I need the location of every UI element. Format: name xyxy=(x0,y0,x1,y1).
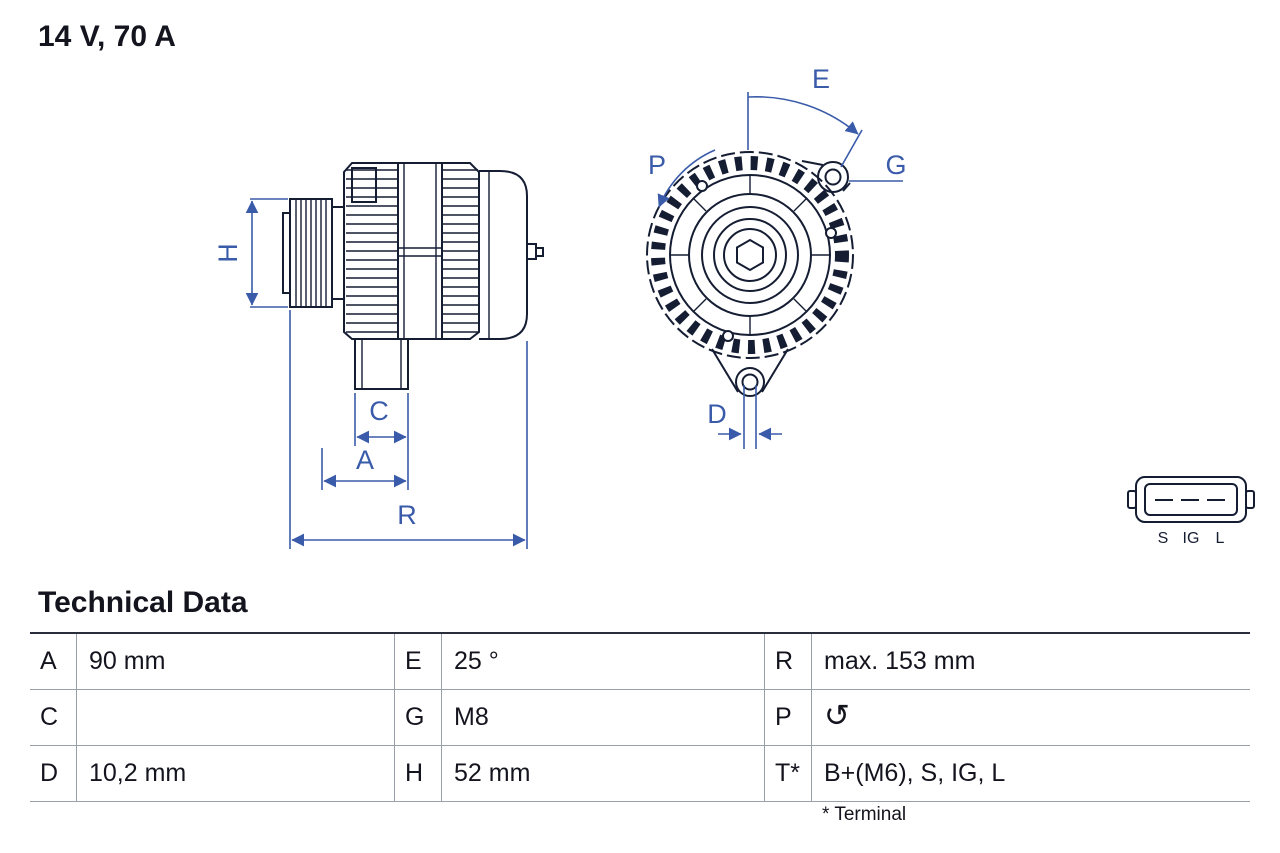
bottom-mounting-lug xyxy=(711,348,789,397)
table-key-cell: A xyxy=(30,634,77,689)
table-value-cell: ↺ xyxy=(812,690,1250,745)
table-value-cell xyxy=(77,690,395,745)
pulley-nut-hexagon xyxy=(736,238,764,272)
pulley-spacer xyxy=(331,206,345,300)
table-value-cell: max. 153 mm xyxy=(824,647,976,675)
dimension-c: C xyxy=(354,393,409,446)
dimension-label-h: H xyxy=(213,243,243,263)
table-value-cell: B+(M6), S, IG, L xyxy=(824,759,1006,787)
connector-drawing: S IG L xyxy=(1127,476,1255,547)
table-key-cell: P xyxy=(765,690,812,745)
rotation-direction-p: P xyxy=(648,149,716,208)
table-row: D 10,2 mm H 52 mm T* B+(M6), S, IG, L xyxy=(30,746,1250,802)
rating-title: 14 V, 70 A xyxy=(38,20,176,53)
table-key-cell: E xyxy=(395,634,442,689)
pulley-shaft-cap xyxy=(282,212,291,294)
table-key-cell: D xyxy=(30,746,77,801)
front-view-drawing: E P G D xyxy=(646,64,907,449)
dimension-label-g: G xyxy=(885,150,906,180)
mounting-lug xyxy=(354,338,409,390)
vent-slot-ring xyxy=(651,156,849,354)
table-value-cell: 25 ° xyxy=(442,634,765,689)
dimension-h: H xyxy=(213,198,288,308)
dimension-g: G xyxy=(849,150,907,182)
dimension-r: R xyxy=(289,310,528,549)
table-value-cell: 52 mm xyxy=(442,746,765,801)
table-key-cell: T* xyxy=(765,746,812,801)
dimension-label-r: R xyxy=(397,500,417,530)
table-value-cell: M8 xyxy=(442,690,765,745)
table-key-cell: H xyxy=(395,746,442,801)
dimension-label-c: C xyxy=(369,396,389,426)
section-title: Technical Data xyxy=(38,586,248,619)
dimension-e: E xyxy=(747,64,863,168)
mounting-ear xyxy=(801,160,851,193)
connector-pin-label-ig: IG xyxy=(1183,530,1200,547)
table-row: C G M8 P ↺ xyxy=(30,690,1250,746)
b-plus-terminal xyxy=(526,243,537,260)
rotation-direction-icon: ↺ xyxy=(824,698,850,733)
dimension-d: D xyxy=(707,385,782,449)
table-row: A 90 mm E 25 ° R max. 153 mm xyxy=(30,634,1250,690)
connector-pin-label-l: L xyxy=(1216,530,1225,547)
table-value-cell: 90 mm xyxy=(77,634,395,689)
technical-drawing: H C A R xyxy=(213,64,1255,549)
terminal-footnote: * Terminal xyxy=(822,804,907,825)
table-key-cell: R xyxy=(765,634,812,689)
connector-body xyxy=(1135,476,1247,523)
dimension-label-a: A xyxy=(356,445,374,475)
table-value-cell: 10,2 mm xyxy=(77,746,395,801)
alternator-housing xyxy=(343,162,480,340)
dimension-label-d: D xyxy=(707,399,727,429)
dimension-label-p: P xyxy=(648,150,666,180)
connector-pin-label-s: S xyxy=(1158,530,1169,547)
table-key-cell: G xyxy=(395,690,442,745)
rear-cover xyxy=(479,170,528,340)
table-key-cell: C xyxy=(30,690,77,745)
technical-data-table: A 90 mm E 25 ° R max. 153 mm C G M8 P ↺ … xyxy=(30,632,1250,802)
dimension-label-e: E xyxy=(812,64,830,94)
dimension-a: A xyxy=(321,445,409,490)
side-view-drawing: H C A R xyxy=(213,162,544,549)
